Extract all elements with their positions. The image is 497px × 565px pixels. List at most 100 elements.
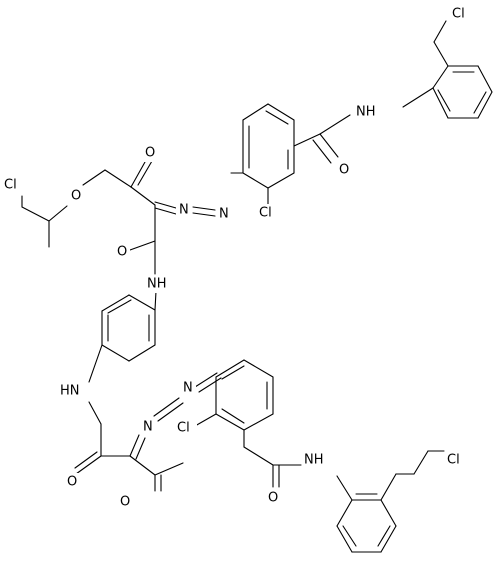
bond bbox=[221, 365, 245, 380]
atom-label: Cl bbox=[4, 178, 17, 193]
atom-cl: Cl bbox=[2, 176, 24, 194]
atom-label: Cl bbox=[447, 453, 460, 468]
bond bbox=[319, 133, 339, 158]
bond bbox=[135, 437, 146, 460]
bond bbox=[477, 91, 493, 119]
bond bbox=[267, 103, 295, 121]
bond bbox=[242, 172, 269, 189]
bond bbox=[130, 161, 146, 188]
bond bbox=[192, 206, 216, 211]
atom-n: N bbox=[180, 379, 196, 397]
atom-n: N bbox=[216, 205, 232, 223]
atom-labels: Cl NH O Cl N N O Cl bbox=[2, 5, 472, 511]
atom-o: O bbox=[142, 144, 158, 162]
atom-label: N bbox=[179, 203, 189, 218]
bond bbox=[402, 87, 434, 108]
bond bbox=[154, 207, 177, 215]
atom-n: N bbox=[176, 201, 192, 219]
atom-label: O bbox=[268, 491, 278, 506]
atom-label: O bbox=[67, 475, 77, 490]
atom-label: O bbox=[117, 245, 127, 260]
atom-label: N bbox=[183, 381, 193, 396]
bond bbox=[75, 455, 102, 475]
atom-label: N bbox=[143, 420, 153, 435]
bond bbox=[380, 525, 397, 553]
bond bbox=[413, 450, 429, 475]
atom-o: O bbox=[64, 473, 80, 491]
bond bbox=[377, 525, 391, 547]
bond bbox=[194, 372, 218, 388]
atom-o: O bbox=[117, 493, 133, 511]
bond bbox=[242, 103, 269, 121]
bond bbox=[380, 473, 397, 501]
bond bbox=[21, 206, 50, 222]
atom-label: O bbox=[145, 146, 155, 161]
bond bbox=[128, 294, 156, 311]
bond bbox=[215, 413, 245, 431]
atom-cl: Cl bbox=[450, 5, 472, 23]
bond bbox=[154, 290, 157, 311]
atom-o: O bbox=[114, 243, 130, 261]
atom-o: O bbox=[265, 489, 281, 507]
atom-nh: NH bbox=[354, 103, 384, 121]
bond bbox=[336, 475, 353, 501]
bond bbox=[312, 139, 332, 164]
bonds bbox=[21, 20, 493, 553]
bond bbox=[380, 499, 397, 527]
bond bbox=[88, 401, 102, 425]
atom-hn: HN bbox=[58, 382, 88, 400]
bond bbox=[129, 240, 156, 251]
bond bbox=[154, 201, 177, 209]
atom-label: N bbox=[219, 207, 229, 222]
atom-label: O bbox=[339, 163, 349, 178]
atom-label: O bbox=[71, 189, 81, 204]
atom-label: NH bbox=[147, 277, 167, 292]
atom-o: O bbox=[68, 187, 84, 205]
bond bbox=[215, 359, 245, 378]
bond bbox=[432, 87, 449, 119]
bond bbox=[336, 525, 353, 553]
bond bbox=[88, 344, 103, 383]
atom-label: Cl bbox=[452, 7, 465, 22]
bond bbox=[107, 299, 132, 314]
bond bbox=[319, 114, 351, 135]
bond bbox=[265, 110, 289, 125]
bond bbox=[129, 434, 140, 457]
bond bbox=[336, 499, 353, 527]
bond bbox=[128, 344, 156, 362]
atom-label: Cl bbox=[177, 421, 190, 436]
bond bbox=[433, 41, 449, 67]
bond bbox=[101, 294, 130, 312]
bond bbox=[433, 20, 447, 43]
atom-n: N bbox=[140, 418, 156, 436]
bond bbox=[192, 212, 216, 217]
bond bbox=[477, 65, 493, 93]
bond bbox=[130, 186, 156, 206]
atom-label: HN bbox=[60, 384, 80, 399]
atom-label: O bbox=[120, 495, 130, 510]
bond bbox=[101, 344, 130, 362]
atom-cl: Cl bbox=[175, 419, 197, 437]
bond bbox=[221, 408, 245, 424]
bond bbox=[194, 413, 217, 427]
bond bbox=[432, 65, 449, 89]
bond bbox=[153, 397, 180, 417]
bond bbox=[104, 169, 132, 188]
atom-label: Cl bbox=[259, 206, 272, 221]
bond bbox=[82, 169, 106, 186]
bond bbox=[342, 525, 357, 547]
bond bbox=[129, 455, 156, 476]
atom-cl: Cl bbox=[445, 451, 467, 469]
bond bbox=[267, 172, 295, 189]
atom-label: NH bbox=[356, 105, 376, 120]
atom-label: NH bbox=[304, 453, 324, 468]
atom-cl: Cl bbox=[257, 204, 279, 222]
bond bbox=[243, 413, 274, 431]
atom-nh: NH bbox=[145, 275, 175, 293]
bond bbox=[137, 160, 153, 186]
atom-nh: NH bbox=[302, 451, 332, 469]
atom-o: O bbox=[336, 161, 352, 179]
bond bbox=[293, 133, 321, 147]
bond bbox=[198, 377, 222, 393]
